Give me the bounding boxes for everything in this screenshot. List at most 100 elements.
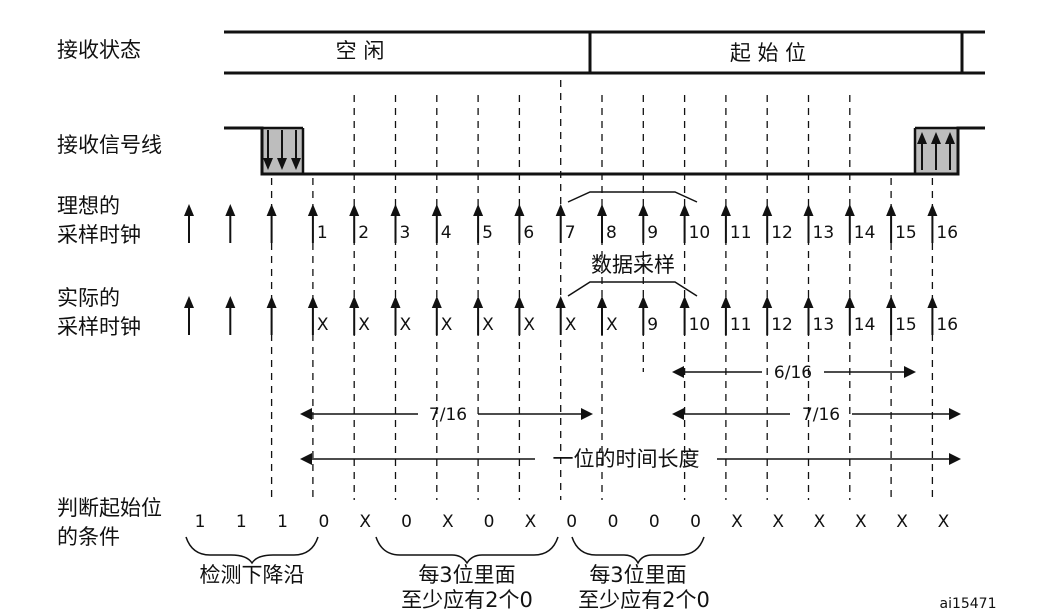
clock-arrowhead (184, 296, 194, 308)
clock-arrowhead (597, 204, 607, 216)
clock-label: 12 (771, 315, 793, 335)
label-ideal-clock-2: 采样时钟 (57, 223, 141, 247)
condition-value: X (772, 512, 784, 532)
clock-label: 5 (482, 223, 493, 243)
condition-value: 1 (236, 512, 247, 532)
condition-value: 1 (195, 512, 206, 532)
clock-label: 9 (647, 223, 658, 243)
clock-label: X (441, 315, 453, 335)
clock-arrowhead (886, 296, 897, 308)
clock-arrowhead (803, 296, 814, 308)
interval-7-16-right-label: 7/16 (802, 405, 840, 425)
condition-value: 0 (608, 512, 619, 532)
clock-arrowhead (514, 204, 525, 216)
clock-label: X (565, 315, 577, 335)
condition-value: X (896, 512, 908, 532)
condition-value: 0 (566, 512, 577, 532)
bracket-group-2-line-1: 每3位里面 (589, 563, 686, 587)
clock-arrowhead (514, 296, 525, 308)
clock-label: 13 (813, 315, 835, 335)
clock-arrowhead (844, 204, 855, 216)
interval-7-16-left-label: 7/16 (429, 405, 467, 425)
clock-arrowhead (679, 204, 690, 216)
clock-label: X (523, 315, 535, 335)
bracket-group-2-line-2: 至少应有2个0 (578, 588, 710, 612)
clock-label: 14 (854, 223, 876, 243)
clock-label: 8 (606, 223, 617, 243)
clock-arrowhead (886, 204, 897, 216)
clock-arrowhead (307, 296, 318, 308)
condition-value: X (525, 512, 537, 532)
clock-arrowhead (307, 204, 318, 216)
condition-value: 0 (690, 512, 701, 532)
label-receive-state: 接收状态 (57, 38, 141, 62)
data-sampling-brace-bottom (567, 281, 698, 297)
clock-label: 11 (730, 223, 752, 243)
clock-arrowhead (720, 204, 731, 216)
interval-bit-time-label: 一位的时间长度 (553, 447, 700, 471)
clock-arrowhead (390, 296, 401, 308)
clock-label: 2 (358, 223, 369, 243)
bracket-group-1 (375, 536, 559, 565)
clock-arrowhead (390, 204, 401, 216)
clock-arrowhead (720, 296, 731, 308)
data-sampling-brace-top (567, 191, 698, 203)
clock-label: X (606, 315, 618, 335)
rising-arrow-head (945, 132, 955, 144)
condition-value: 0 (318, 512, 329, 532)
clock-arrowhead (803, 204, 814, 216)
figure-id: ai15471 (939, 596, 996, 612)
clock-arrowhead (473, 296, 484, 308)
clock-arrowhead (225, 204, 236, 216)
condition-value: X (731, 512, 743, 532)
clock-arrowhead (844, 296, 855, 308)
clock-label: X (317, 315, 329, 335)
clock-label: 16 (936, 315, 958, 335)
falling-arrow-head (277, 158, 287, 170)
bracket-group-1-line-2: 至少应有2个0 (401, 588, 533, 612)
falling-edge-arrows (263, 130, 301, 170)
label-condition-1: 判断起始位 (57, 496, 162, 520)
rising-arrow-head (917, 132, 927, 144)
rising-arrow-head (931, 132, 941, 144)
bracket-falling-edge-label: 检测下降沿 (200, 563, 305, 587)
clock-arrowhead (762, 296, 773, 308)
condition-value: X (938, 512, 950, 532)
condition-value: 1 (277, 512, 288, 532)
receive-state-bar (224, 30, 985, 75)
label-actual-clock-2: 采样时钟 (57, 315, 141, 339)
clock-arrowhead (679, 296, 690, 308)
clock-arrowhead (266, 204, 277, 216)
bracket-group-2 (571, 536, 705, 565)
condition-value: X (442, 512, 454, 532)
clock-arrowhead (473, 204, 484, 216)
clock-label: X (400, 315, 412, 335)
label-ideal-clock-1: 理想的 (57, 194, 120, 218)
clock-arrowhead (184, 204, 194, 216)
label-condition-2: 的条件 (57, 525, 120, 549)
clock-label: 16 (936, 223, 958, 243)
clock-arrowhead (555, 296, 566, 308)
clock-arrowhead (431, 204, 442, 216)
clock-label: 1 (317, 223, 328, 243)
clock-arrowhead (927, 204, 938, 216)
condition-value: 0 (484, 512, 495, 532)
clock-arrowhead (431, 296, 442, 308)
clock-label: X (482, 315, 494, 335)
clock-label: 13 (813, 223, 835, 243)
sample-guide-lines (270, 80, 934, 500)
bracket-group-1-line-1: 每3位里面 (418, 563, 515, 587)
clock-label: 3 (400, 223, 411, 243)
rising-edge-arrows (917, 132, 955, 170)
clock-label: 14 (854, 315, 876, 335)
clock-arrowhead (762, 204, 773, 216)
clock-arrowhead (349, 296, 360, 308)
bracket-falling-edge (185, 536, 319, 565)
condition-value: 0 (649, 512, 660, 532)
condition-value: X (814, 512, 826, 532)
state-start-bit: 起 始 位 (730, 41, 806, 65)
